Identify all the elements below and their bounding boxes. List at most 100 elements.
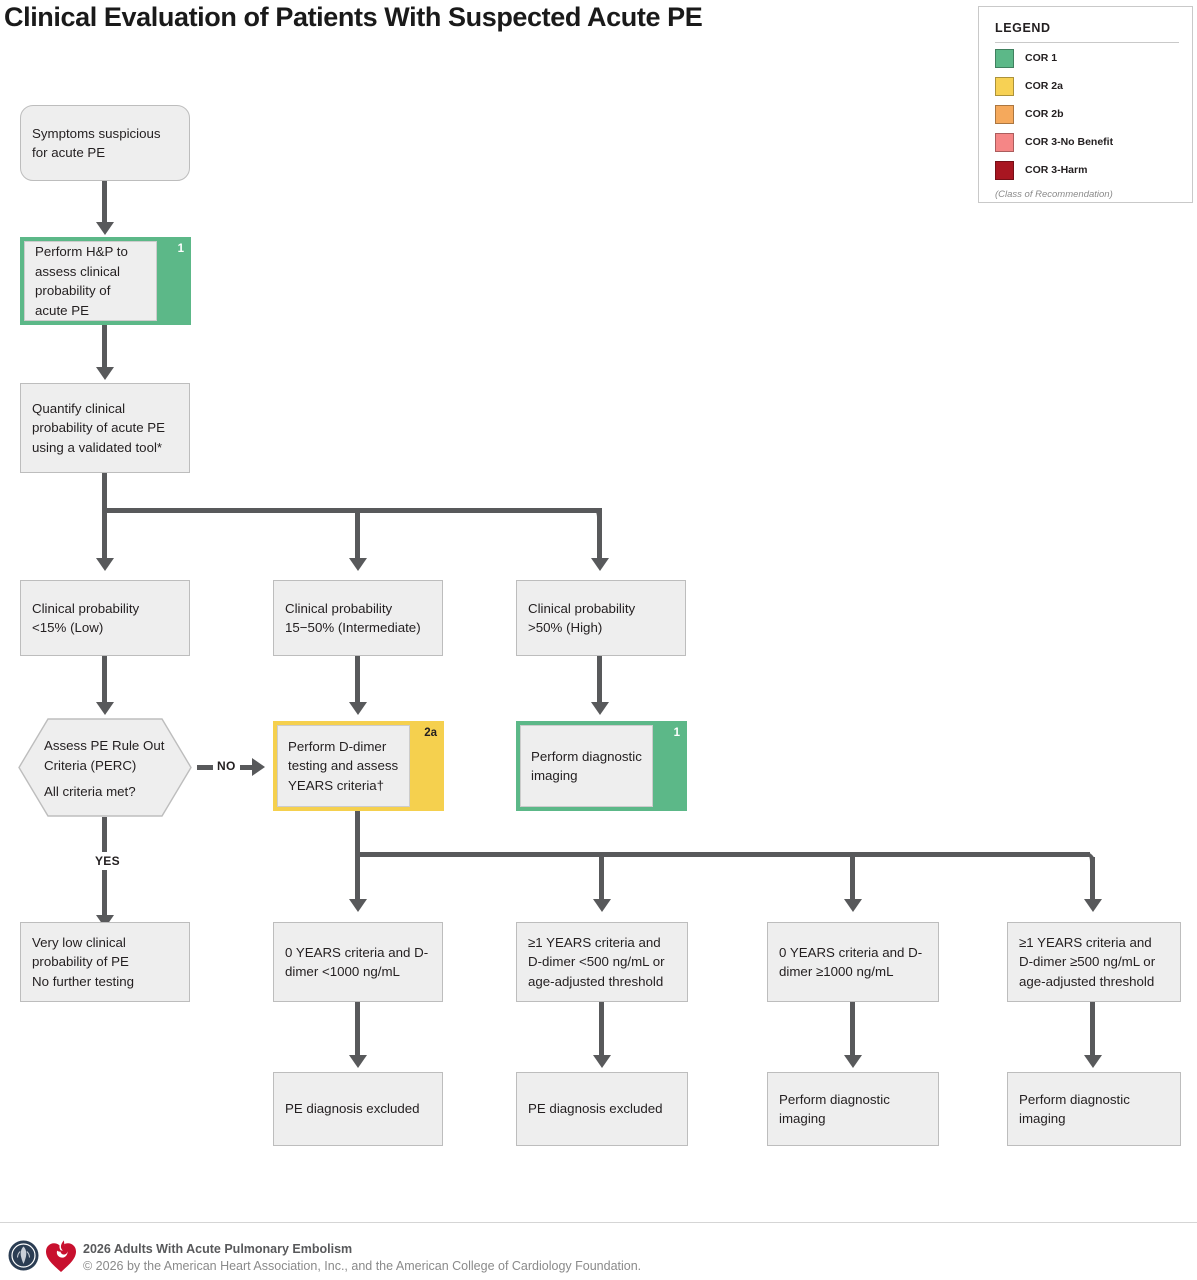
acc-logo: [8, 1240, 39, 1276]
node-outcome-result-1-text: PE diagnosis excluded: [285, 1101, 420, 1117]
legend-label-cor2b: COR 2b: [1025, 108, 1064, 120]
node-quantify-probability: Quantify clinical probability of acute P…: [20, 383, 190, 473]
connector-cond4-to-result4: [1090, 1002, 1095, 1057]
arrowhead-bar2-drop-4: [1084, 899, 1102, 912]
node-outcome-result-3: Perform diagnostic imaging: [767, 1072, 939, 1146]
node-outcome-condition-4-text: ≥1 YEARS criteria and D-dimer ≥500 ng/mL…: [1019, 934, 1156, 989]
node-perform-hp-text: Perform H&P to assess clinical probabili…: [35, 244, 128, 318]
arrowhead-bar1-intermediate: [349, 558, 367, 571]
arrowhead-bar2-drop-2: [593, 899, 611, 912]
node-quantify-probability-text: Quantify clinical probability of acute P…: [32, 400, 166, 455]
arrowhead-cond2-to-result2: [593, 1055, 611, 1068]
cor-badge-ddimer: 2a: [424, 727, 437, 739]
connector-cond2-to-result2: [599, 1002, 604, 1057]
node-outcome-condition-3-text: 0 YEARS criteria and D-dimer ≥1000 ng/mL: [779, 944, 923, 980]
connector-distributor-bar-1: [102, 508, 602, 513]
arrowhead-start-to-hp: [96, 222, 114, 235]
arrowhead-bar2-drop-1: [349, 899, 367, 912]
connector-hp-to-quantify: [102, 325, 107, 370]
legend-swatch-cor1: [995, 49, 1014, 68]
connector-cond1-to-result1: [355, 1002, 360, 1057]
node-symptoms-suspicious-text: Symptoms suspicious for acute PE: [32, 125, 161, 161]
page-title: Clinical Evaluation of Patients With Sus…: [4, 2, 703, 32]
arrowhead-hp-to-quantify: [96, 367, 114, 380]
connector-cond3-to-result3: [850, 1002, 855, 1057]
node-outcome-condition-1: 0 YEARS criteria and D-dimer <1000 ng/mL: [273, 922, 443, 1002]
node-outcome-result-4-text: Perform diagnostic imaging: [1019, 1091, 1130, 1127]
node-outcome-result-2-text: PE diagnosis excluded: [528, 1101, 663, 1117]
node-perform-ddimer-text: Perform D-dimer testing and assess YEARS…: [288, 738, 399, 793]
legend-swatch-cor2a: [995, 77, 1014, 96]
legend-swatch-cor3-harm: [995, 161, 1014, 180]
node-clinical-probability-high: Clinical probability>50% (High): [516, 580, 686, 656]
edge-label-no: NO: [213, 759, 240, 773]
legend-footnote: (Class of Recommendation): [995, 189, 1113, 200]
connector-start-to-hp: [102, 181, 107, 225]
node-outcome-condition-2-text: ≥1 YEARS criteria and D-dimer <500 ng/mL…: [528, 934, 665, 989]
arrowhead-bar1-high: [591, 558, 609, 571]
legend-heading: LEGEND: [995, 21, 1051, 35]
connector-high-to-imaging: [597, 656, 602, 704]
node-clinical-probability-low: Clinical probability<15% (Low): [20, 580, 190, 656]
node-perform-imaging-high: Perform diagnostic imaging 1: [516, 721, 687, 811]
aha-logo: [45, 1237, 77, 1278]
connector-bar2-drop-4: [1090, 857, 1095, 902]
node-perform-hp: Perform H&P to assess clinical probabili…: [20, 237, 191, 325]
legend-swatch-cor2b: [995, 105, 1014, 124]
connector-bar2-drop-3: [850, 852, 855, 902]
arrowhead-high-to-imaging: [591, 702, 609, 715]
legend-label-cor1: COR 1: [1025, 52, 1058, 64]
cor-badge-hp: 1: [177, 243, 184, 255]
node-perform-hp-body: Perform H&P to assess clinical probabili…: [24, 241, 157, 321]
legend-label-cor2a: COR 2a: [1025, 80, 1063, 92]
node-very-low-probability: Very low clinical probability of PE No f…: [20, 922, 190, 1002]
connector-bar1-drop-high: [597, 513, 602, 561]
connector-intermediate-to-ddimer: [355, 656, 360, 704]
arrowhead-perc-no: [252, 758, 265, 776]
arrowhead-intermediate-to-ddimer: [349, 702, 367, 715]
node-perform-ddimer-body: Perform D-dimer testing and assess YEARS…: [277, 725, 410, 807]
node-clinical-probability-high-text: Clinical probability>50% (High): [528, 600, 636, 636]
node-clinical-probability-low-text: Clinical probability<15% (Low): [32, 600, 140, 636]
node-perform-imaging-high-body: Perform diagnostic imaging: [520, 725, 653, 807]
node-outcome-result-4: Perform diagnostic imaging: [1007, 1072, 1181, 1146]
legend-divider: [995, 42, 1179, 43]
footer-divider: [0, 1222, 1197, 1223]
node-outcome-result-1: PE diagnosis excluded: [273, 1072, 443, 1146]
arrowhead-low-to-perc: [96, 702, 114, 715]
node-outcome-condition-3: 0 YEARS criteria and D-dimer ≥1000 ng/mL: [767, 922, 939, 1002]
node-outcome-condition-4: ≥1 YEARS criteria and D-dimer ≥500 ng/mL…: [1007, 922, 1181, 1002]
node-perc-decision-text: Assess PE Rule Out Criteria (PERC) All c…: [44, 738, 165, 799]
connector-quantify-stem: [102, 473, 107, 510]
node-outcome-result-2: PE diagnosis excluded: [516, 1072, 688, 1146]
cor-badge-imaging-high: 1: [673, 727, 680, 739]
edge-label-yes: YES: [91, 852, 124, 870]
footer-document-title: 2026 Adults With Acute Pulmonary Embolis…: [83, 1242, 353, 1256]
legend-label-cor3-no-benefit: COR 3-No Benefit: [1025, 136, 1114, 148]
node-outcome-condition-2: ≥1 YEARS criteria and D-dimer <500 ng/mL…: [516, 922, 688, 1002]
legend-swatch-cor3-no-benefit: [995, 133, 1014, 152]
node-perform-ddimer: Perform D-dimer testing and assess YEARS…: [273, 721, 444, 811]
legend-panel: LEGEND COR 1 COR 2a COR 2b COR 3-No Bene…: [978, 6, 1193, 203]
connector-bar1-drop-intermediate: [355, 508, 360, 561]
connector-low-to-perc: [102, 656, 107, 704]
node-perform-imaging-high-text: Perform diagnostic imaging: [531, 748, 642, 784]
connector-bar2-drop-1: [355, 852, 360, 902]
connector-ddimer-stem: [355, 811, 360, 854]
node-outcome-condition-1-text: 0 YEARS criteria and D-dimer <1000 ng/mL: [285, 944, 429, 980]
legend-label-cor3-harm: COR 3-Harm: [1025, 164, 1088, 176]
footer-copyright: © 2026 by the American Heart Association…: [83, 1259, 642, 1273]
node-perc-decision: Assess PE Rule Out Criteria (PERC) All c…: [18, 718, 192, 817]
arrowhead-bar2-drop-3: [844, 899, 862, 912]
arrowhead-cond1-to-result1: [349, 1055, 367, 1068]
node-symptoms-suspicious: Symptoms suspicious for acute PE: [20, 105, 190, 181]
arrowhead-cond4-to-result4: [1084, 1055, 1102, 1068]
arrowhead-bar1-low: [96, 558, 114, 571]
arrowhead-cond3-to-result3: [844, 1055, 862, 1068]
perc-hexagon-shape: [18, 718, 192, 817]
node-very-low-probability-text: Very low clinical probability of PE No f…: [32, 934, 134, 989]
connector-distributor-bar-2: [355, 852, 1090, 857]
